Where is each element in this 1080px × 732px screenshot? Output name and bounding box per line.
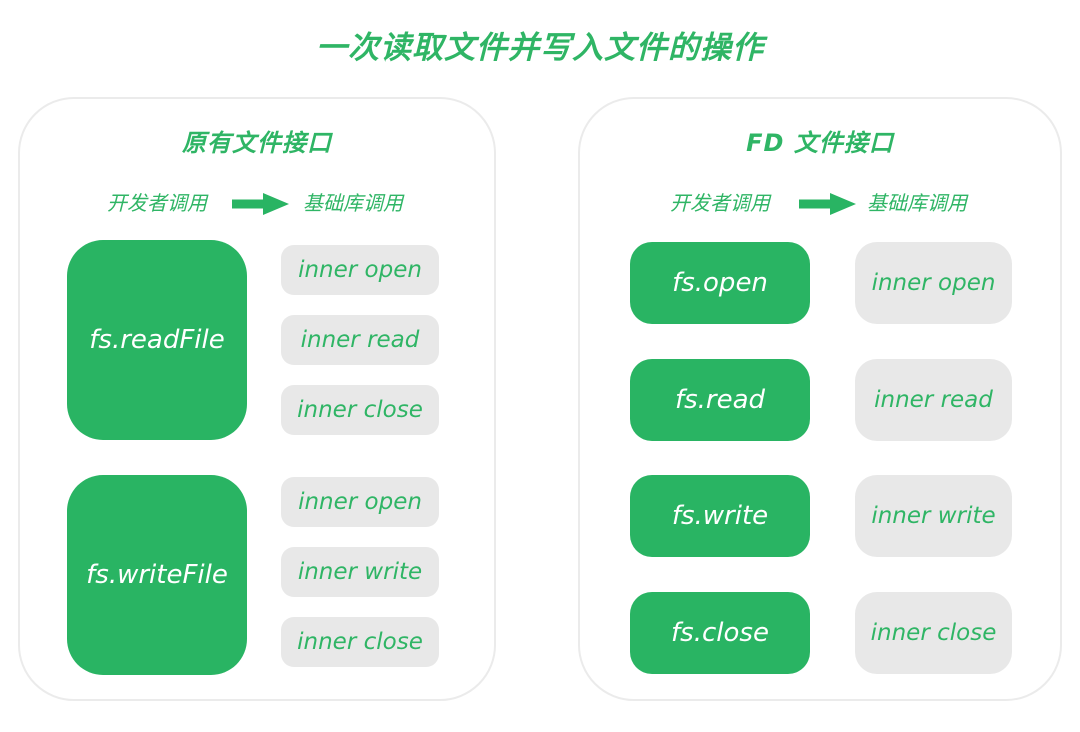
diagram-title: 一次读取文件并写入文件的操作	[316, 30, 764, 66]
inner-call-block: inner close	[281, 617, 439, 667]
dev-call-block-write: fs.write	[630, 475, 810, 557]
fd-library-call-label: 基础库调用	[867, 191, 967, 215]
panel-legacy-file-api: 原有文件接口 开发者调用 基础库调用 fs.readFile inner ope…	[18, 97, 496, 701]
dev-call-block-readfile: fs.readFile	[67, 240, 247, 440]
dev-call-block-open: fs.open	[630, 242, 810, 324]
panel-legacy-title: 原有文件接口	[182, 129, 332, 157]
inner-call-block: inner read	[855, 359, 1012, 441]
dev-call-block-writefile: fs.writeFile	[67, 475, 247, 675]
dev-call-block-read: fs.read	[630, 359, 810, 441]
dev-call-block-close: fs.close	[630, 592, 810, 674]
inner-call-block: inner close	[855, 592, 1012, 674]
panel-fd-file-api: FD 文件接口 开发者调用 基础库调用 fs.open inner open f…	[578, 97, 1062, 701]
inner-call-block: inner write	[281, 547, 439, 597]
inner-call-block: inner open	[281, 245, 439, 295]
inner-call-block: inner read	[281, 315, 439, 365]
inner-call-block: inner open	[855, 242, 1012, 324]
inner-call-block: inner open	[281, 477, 439, 527]
legacy-library-call-label: 基础库调用	[303, 191, 403, 215]
legacy-developer-call-label: 开发者调用	[107, 191, 207, 215]
fd-developer-call-label: 开发者调用	[670, 191, 770, 215]
inner-call-block: inner close	[281, 385, 439, 435]
panel-fd-title: FD 文件接口	[746, 129, 894, 157]
arrow-right-icon	[799, 193, 856, 215]
inner-call-block: inner write	[855, 475, 1012, 557]
arrow-right-icon	[232, 193, 289, 215]
